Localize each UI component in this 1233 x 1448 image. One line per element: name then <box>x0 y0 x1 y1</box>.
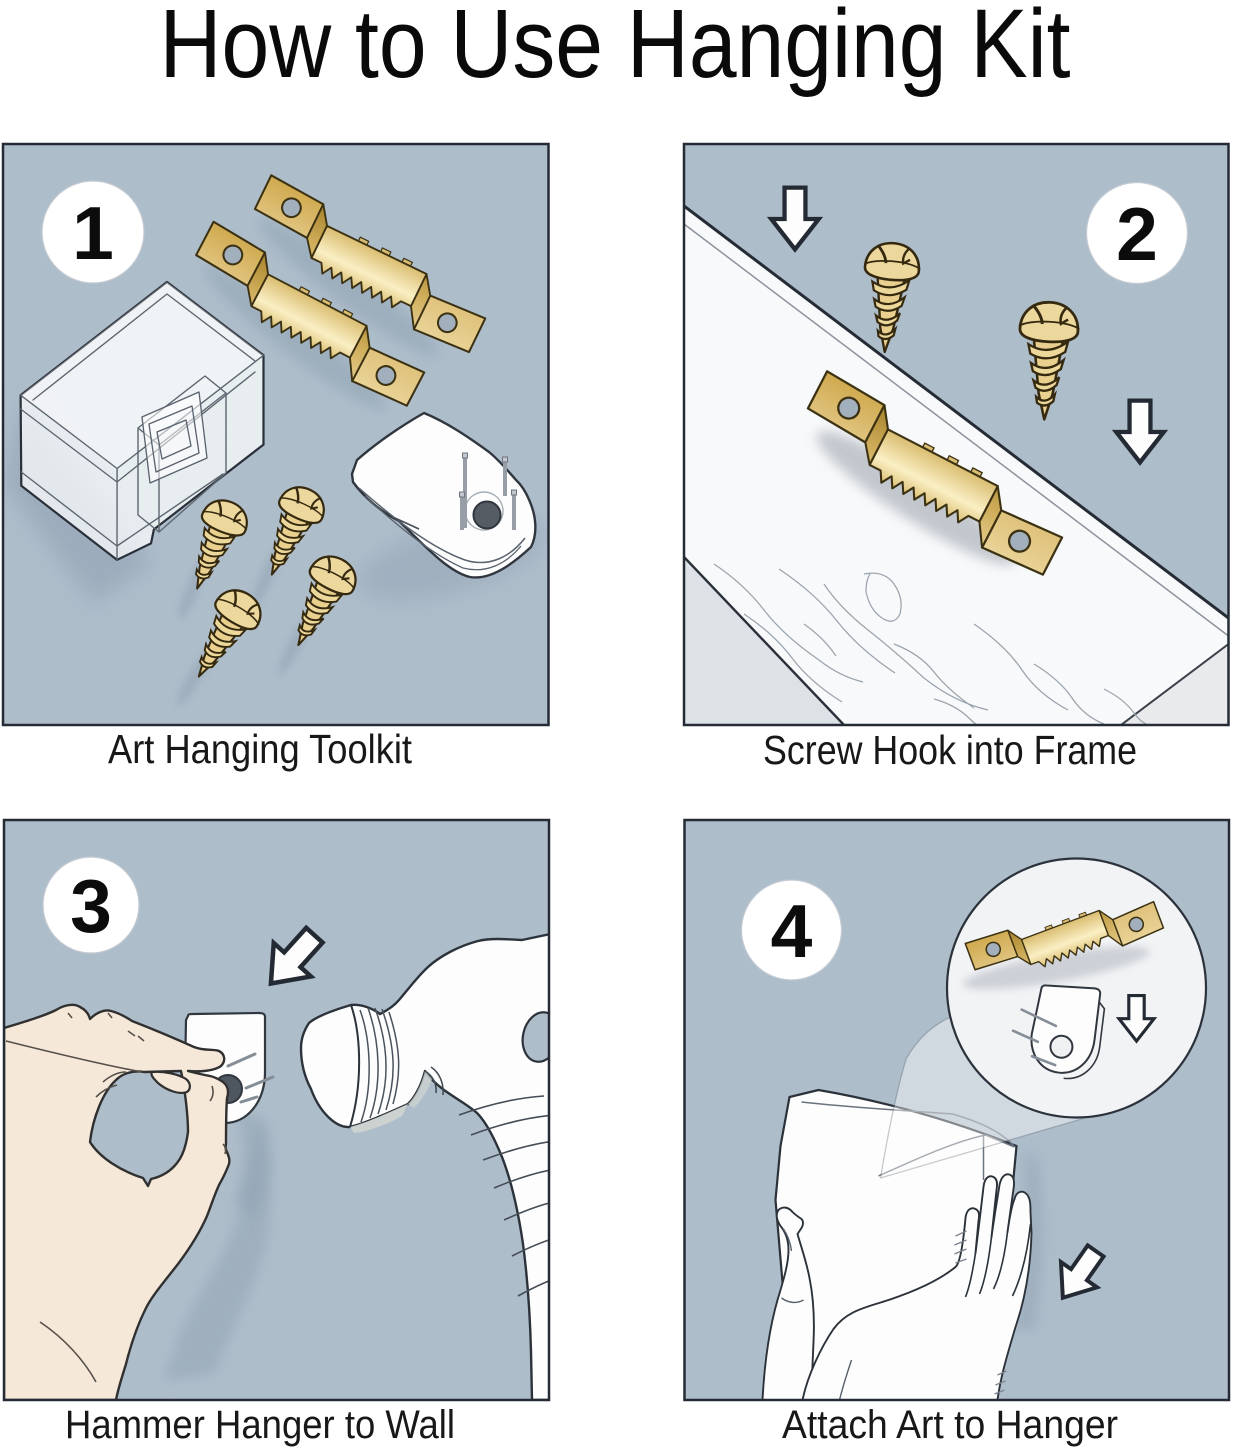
svg-text:Attach Art to Hanger: Attach Art to Hanger <box>782 1403 1118 1447</box>
svg-text:Hammer Hanger to Wall: Hammer Hanger to Wall <box>65 1403 455 1447</box>
svg-text:Screw Hook into Frame: Screw Hook into Frame <box>763 727 1137 773</box>
svg-text:Art Hanging Toolkit: Art Hanging Toolkit <box>108 726 413 772</box>
svg-text:2: 2 <box>1116 192 1158 276</box>
svg-text:3: 3 <box>70 864 112 948</box>
svg-text:1: 1 <box>72 191 114 275</box>
svg-text:How to Use Hanging Kit: How to Use Hanging Kit <box>160 0 1071 98</box>
svg-text:4: 4 <box>771 889 813 973</box>
